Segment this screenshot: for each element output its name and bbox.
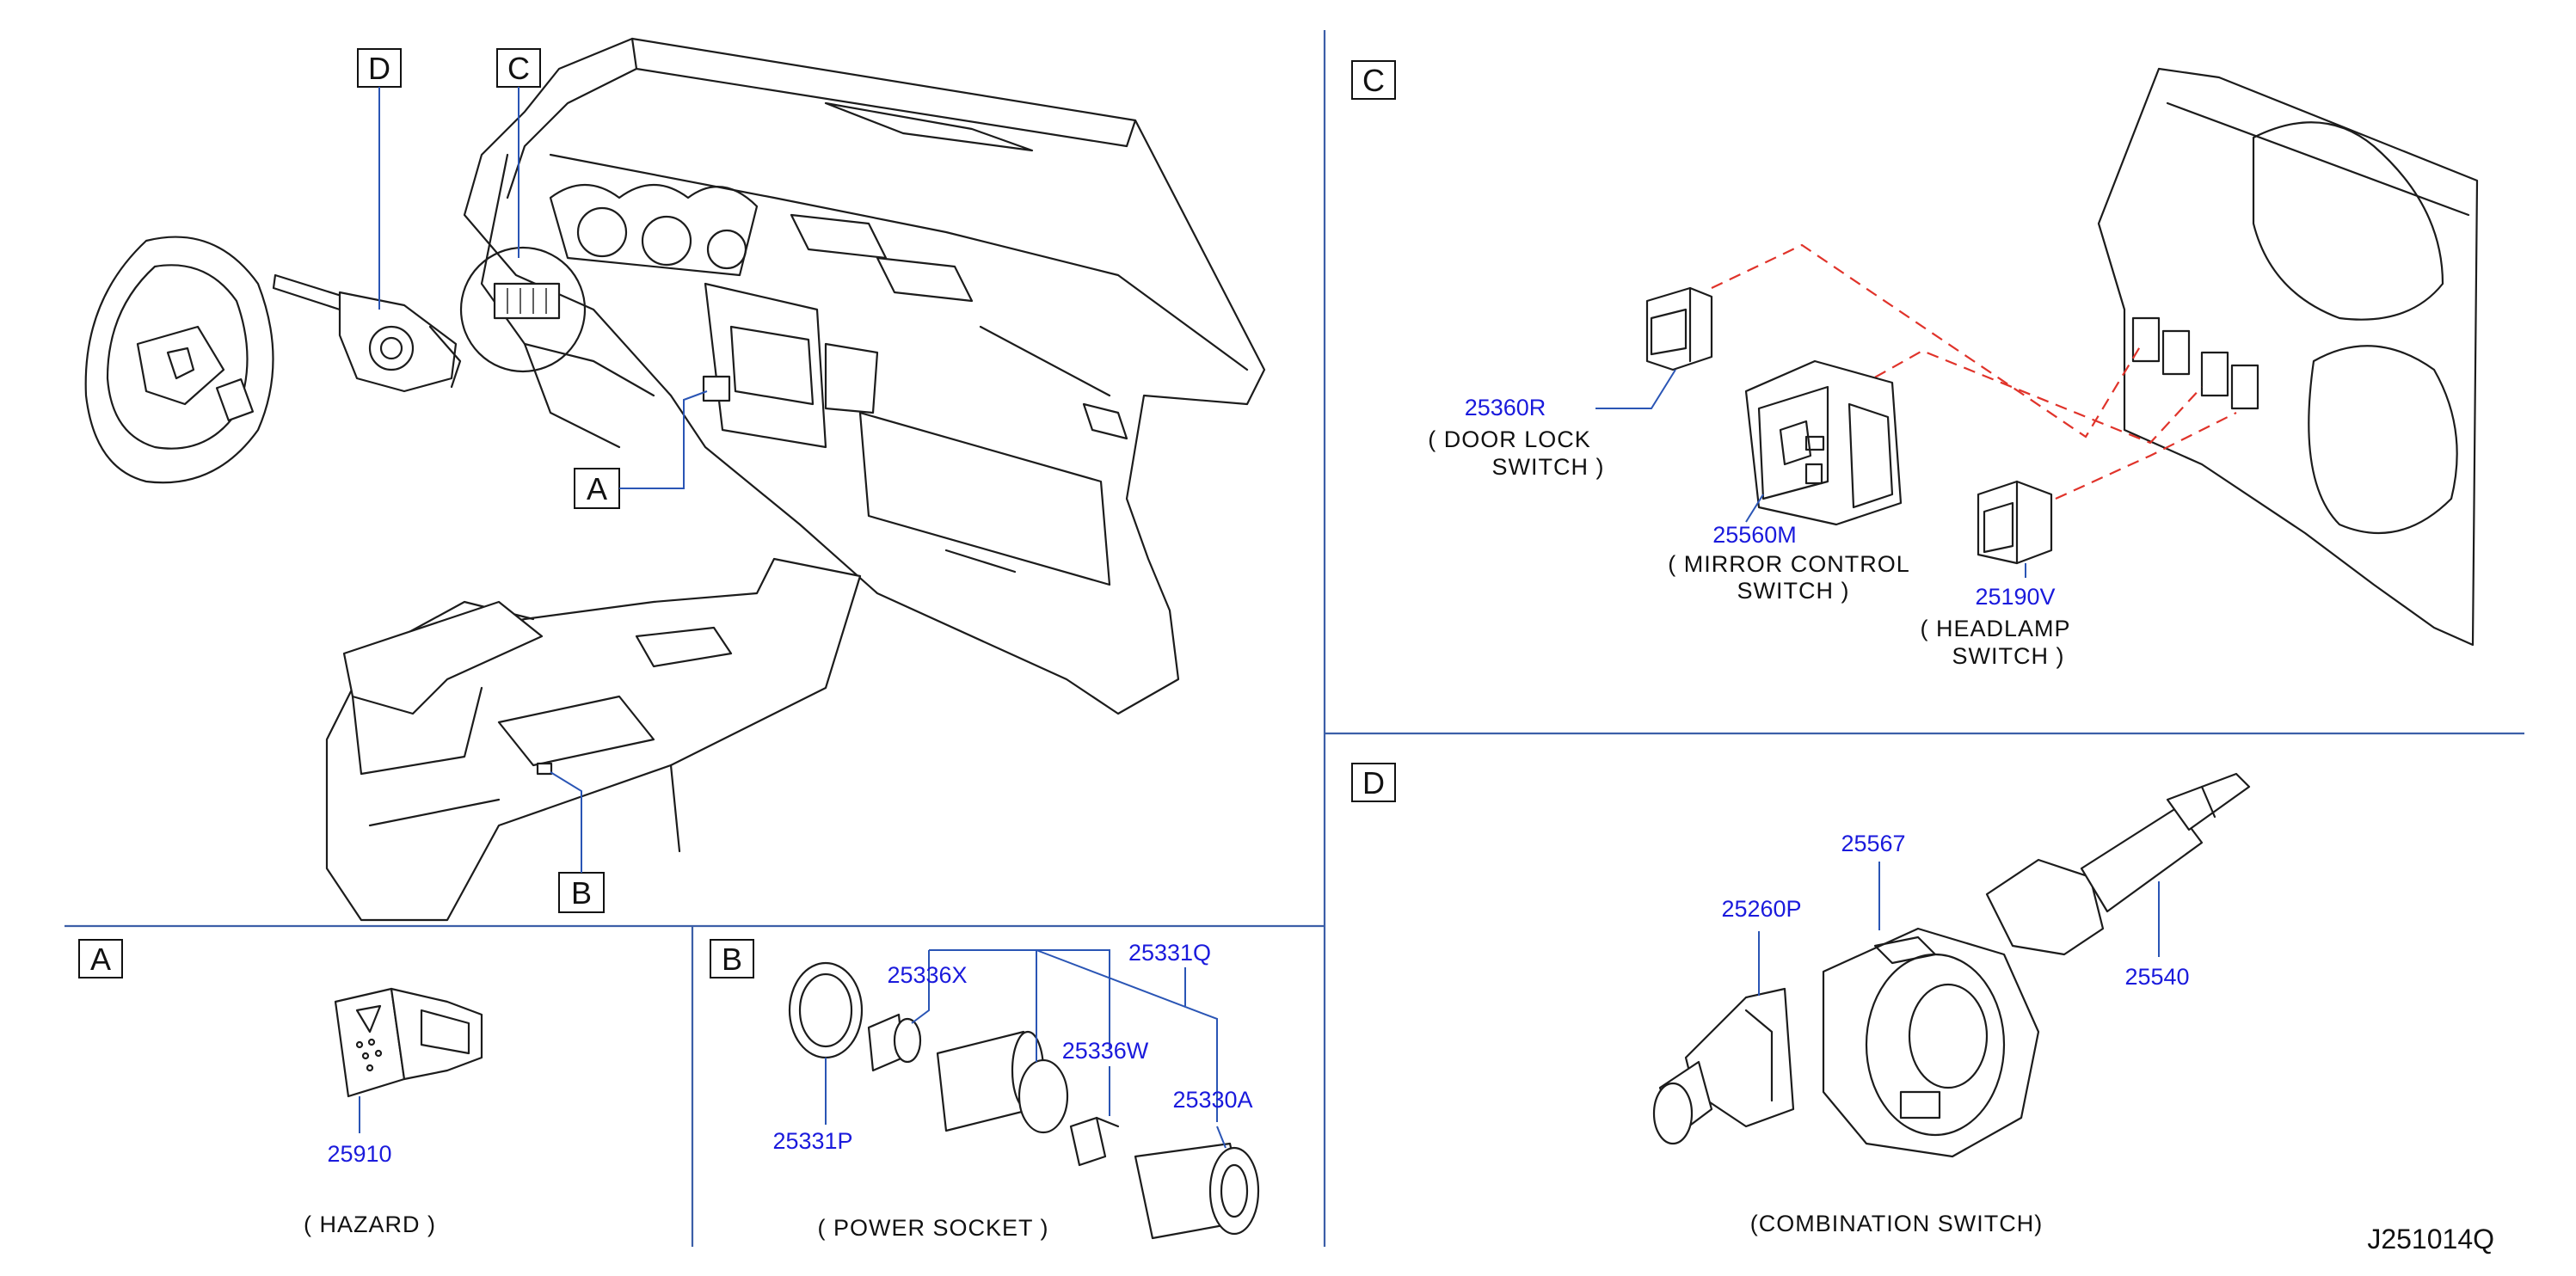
section-a-letter: A [90, 942, 111, 977]
combination-switch-caption: (COMBINATION SWITCH) [1750, 1211, 2043, 1236]
part-25336x: 25336X [887, 962, 967, 988]
section-c-letter: C [1362, 63, 1385, 98]
steering-wheel-illustration [84, 236, 274, 484]
section-c: C 25360R ( DOOR LO [1351, 60, 2479, 669]
combination-switch-overview [272, 273, 462, 393]
overview-callouts: D C A B [357, 48, 708, 913]
part-25190v: 25190V [1975, 584, 2055, 610]
door-lock-caption-2: SWITCH ) [1492, 454, 1605, 480]
headlamp-caption-2: SWITCH ) [1952, 643, 2065, 669]
part-25567: 25567 [1841, 831, 1905, 856]
mirror-control-caption-1: ( MIRROR CONTROL [1668, 551, 1910, 577]
part-25331p: 25331P [772, 1128, 852, 1154]
part-25910: 25910 [327, 1141, 391, 1167]
section-d-letter: D [1362, 765, 1385, 801]
part-25330a: 25330A [1172, 1087, 1252, 1113]
hazard-caption: ( HAZARD ) [304, 1212, 436, 1237]
section-a: A 25910 ( HAZARD ) [78, 939, 483, 1237]
dashboard-illustration [325, 37, 1266, 922]
section-dividers [65, 30, 2524, 1247]
section-d: D 25567 25260P 25540 (COMBINATION SWITCH… [1351, 763, 2251, 1236]
part-25336w: 25336W [1062, 1038, 1149, 1064]
part-25560m: 25560M [1712, 522, 1797, 548]
part-25260p: 25260P [1721, 896, 1801, 922]
callout-a: A [587, 471, 607, 506]
diagram-code: J251014Q [2367, 1224, 2494, 1255]
headlamp-caption-1: ( HEADLAMP [1920, 616, 2070, 641]
part-25540: 25540 [2124, 964, 2189, 990]
hazard-switch-illustration [334, 987, 483, 1098]
door-lock-caption-1: ( DOOR LOCK [1428, 426, 1591, 452]
callout-d: D [368, 51, 390, 86]
detail-circle-c [459, 246, 587, 373]
callout-b: B [571, 875, 592, 911]
callout-c: C [507, 51, 530, 86]
part-25331q: 25331Q [1128, 940, 1211, 966]
part-25360r: 25360R [1465, 395, 1546, 420]
power-socket-caption: ( POWER SOCKET ) [817, 1215, 1048, 1241]
section-b: B 25331Q 25336X 25336W 25330A 25331P ( [710, 939, 1260, 1241]
section-b-letter: B [722, 942, 742, 977]
mirror-control-caption-2: SWITCH ) [1737, 578, 1850, 604]
